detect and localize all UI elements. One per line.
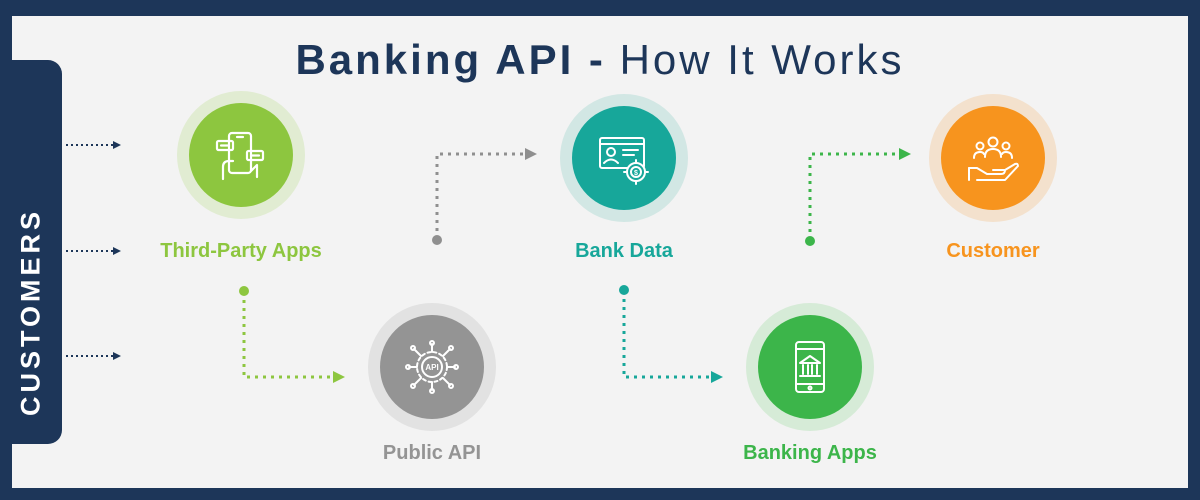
connector-bankdata-bankingapps	[619, 285, 723, 383]
title-light: How It Works	[619, 36, 905, 83]
banking-apps-circle	[758, 315, 862, 419]
bank-data-label: Bank Data	[575, 240, 673, 262]
bank-data-node: $	[560, 94, 688, 222]
bank-data-circle: $	[572, 106, 676, 210]
connector-bankingapps-customer	[805, 148, 911, 246]
sidebar-arrow-1	[66, 141, 121, 149]
svg-text:API: API	[425, 363, 438, 372]
public-api-circle: API	[380, 315, 484, 419]
banking-apps-node	[746, 303, 874, 431]
connector-thirdparty-publicapi	[239, 286, 345, 383]
customers-sidebar: CUSTOMERS	[0, 60, 62, 444]
sidebar-arrow-2	[66, 247, 121, 255]
page-title: Banking API - How It Works	[0, 36, 1200, 84]
third-party-apps-node	[177, 91, 305, 219]
id-card-gear-icon: $	[599, 137, 649, 185]
connector-publicapi-bankdata	[432, 148, 537, 245]
public-api-label: Public API	[382, 442, 482, 464]
svg-text:$: $	[634, 170, 638, 177]
sidebar-arrow-3	[66, 352, 121, 360]
banking-apps-label: Banking Apps	[743, 442, 877, 464]
customer-node	[929, 94, 1057, 222]
title-bold: Banking API -	[295, 36, 606, 83]
third-party-apps-circle	[189, 103, 293, 207]
customer-circle	[941, 106, 1045, 210]
third-party-apps-label: Third-Party Apps	[160, 240, 322, 262]
people-hand-icon	[968, 136, 1019, 181]
mobile-bank-icon	[795, 341, 825, 393]
phone-chat-icon	[215, 131, 265, 181]
customer-label: Customer	[946, 240, 1040, 262]
api-network-icon: API	[405, 340, 459, 394]
public-api-node: API	[368, 303, 496, 431]
